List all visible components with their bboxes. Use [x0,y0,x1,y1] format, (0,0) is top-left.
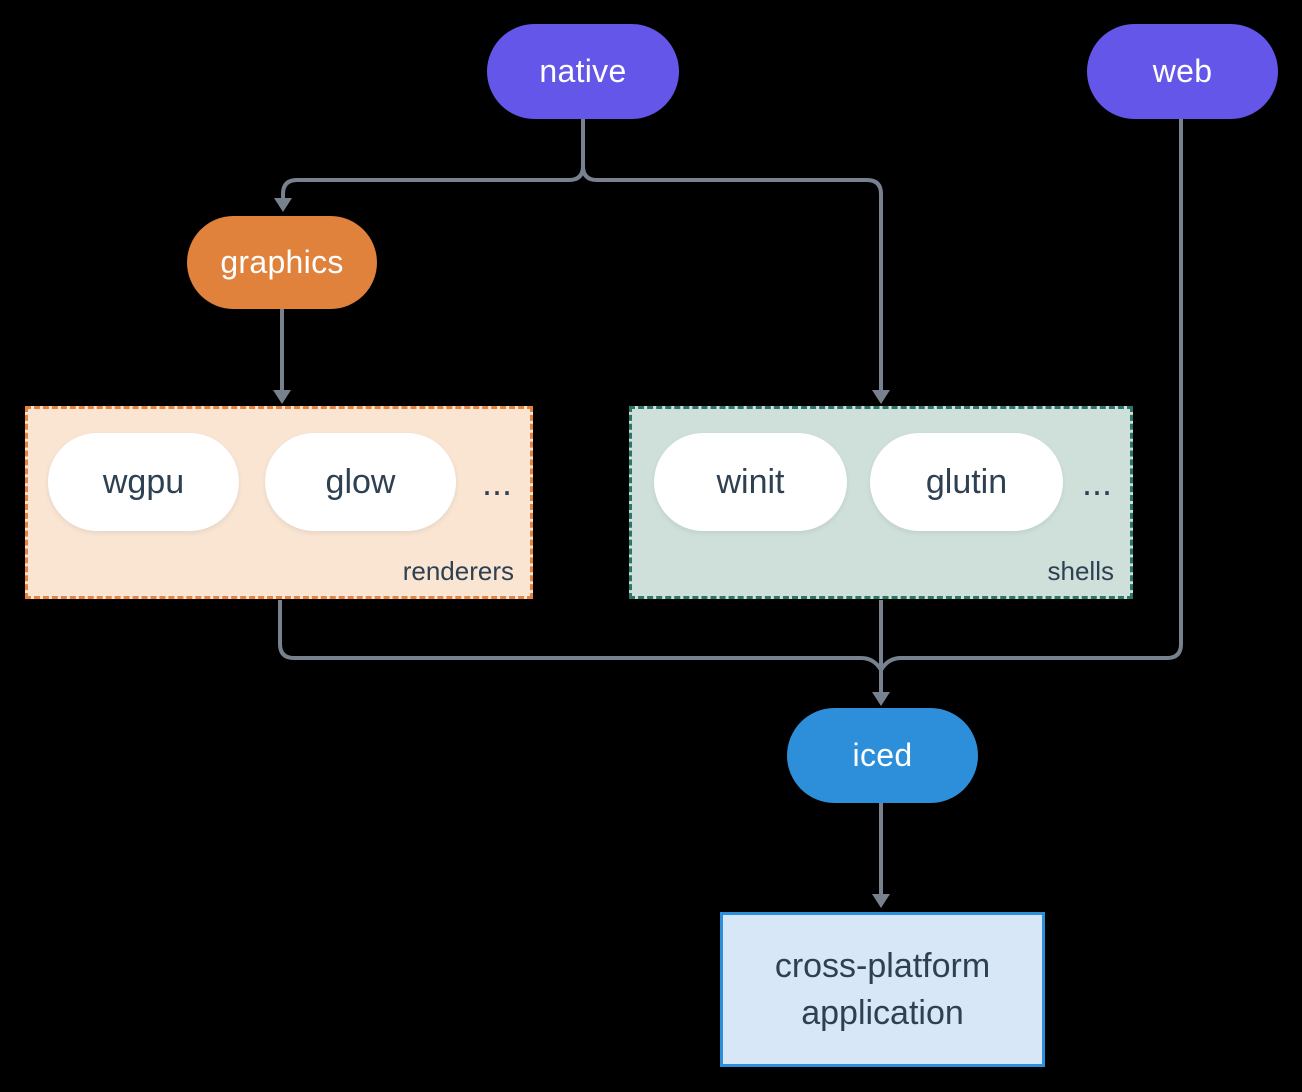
node-web-label: web [1152,53,1213,89]
node-graphics-label: graphics [220,244,344,280]
node-glutin-label: glutin [925,462,1008,501]
group-renderers: wgpu glow ... renderers [25,406,533,599]
app-label-line2: application [801,993,964,1032]
arrowhead-into-shells [872,390,890,404]
group-shells: winit glutin ... shells [629,406,1133,599]
shells-group-label: shells [1047,556,1114,586]
renderers-ellipsis: ... [481,462,512,503]
node-glow: glow [265,433,456,531]
arrowhead-into-renderers [273,390,291,404]
node-native-label: native [539,53,627,89]
node-glow-label: glow [325,462,396,501]
connector-renderers-merge [278,600,883,672]
arrowhead-into-app [872,894,890,908]
node-glutin: glutin [870,433,1063,531]
node-iced: iced [787,708,978,803]
node-native: native [487,24,679,119]
node-web: web [1087,24,1278,119]
connector-native-shells [581,119,883,390]
renderers-group-label: renderers [402,556,514,586]
node-winit-label: winit [716,462,785,501]
node-cross-platform-application: cross-platform application [720,912,1045,1067]
node-wgpu-label: wgpu [102,462,185,501]
node-iced-label: iced [852,737,913,773]
connector-native-graphics [281,119,585,198]
arrowhead-into-iced [872,692,890,706]
app-label-line1: cross-platform [774,946,991,985]
node-winit: winit [654,433,847,531]
shells-ellipsis: ... [1081,462,1112,503]
node-graphics: graphics [187,216,377,309]
arrowhead-into-graphics [274,198,292,212]
node-wgpu: wgpu [48,433,239,531]
